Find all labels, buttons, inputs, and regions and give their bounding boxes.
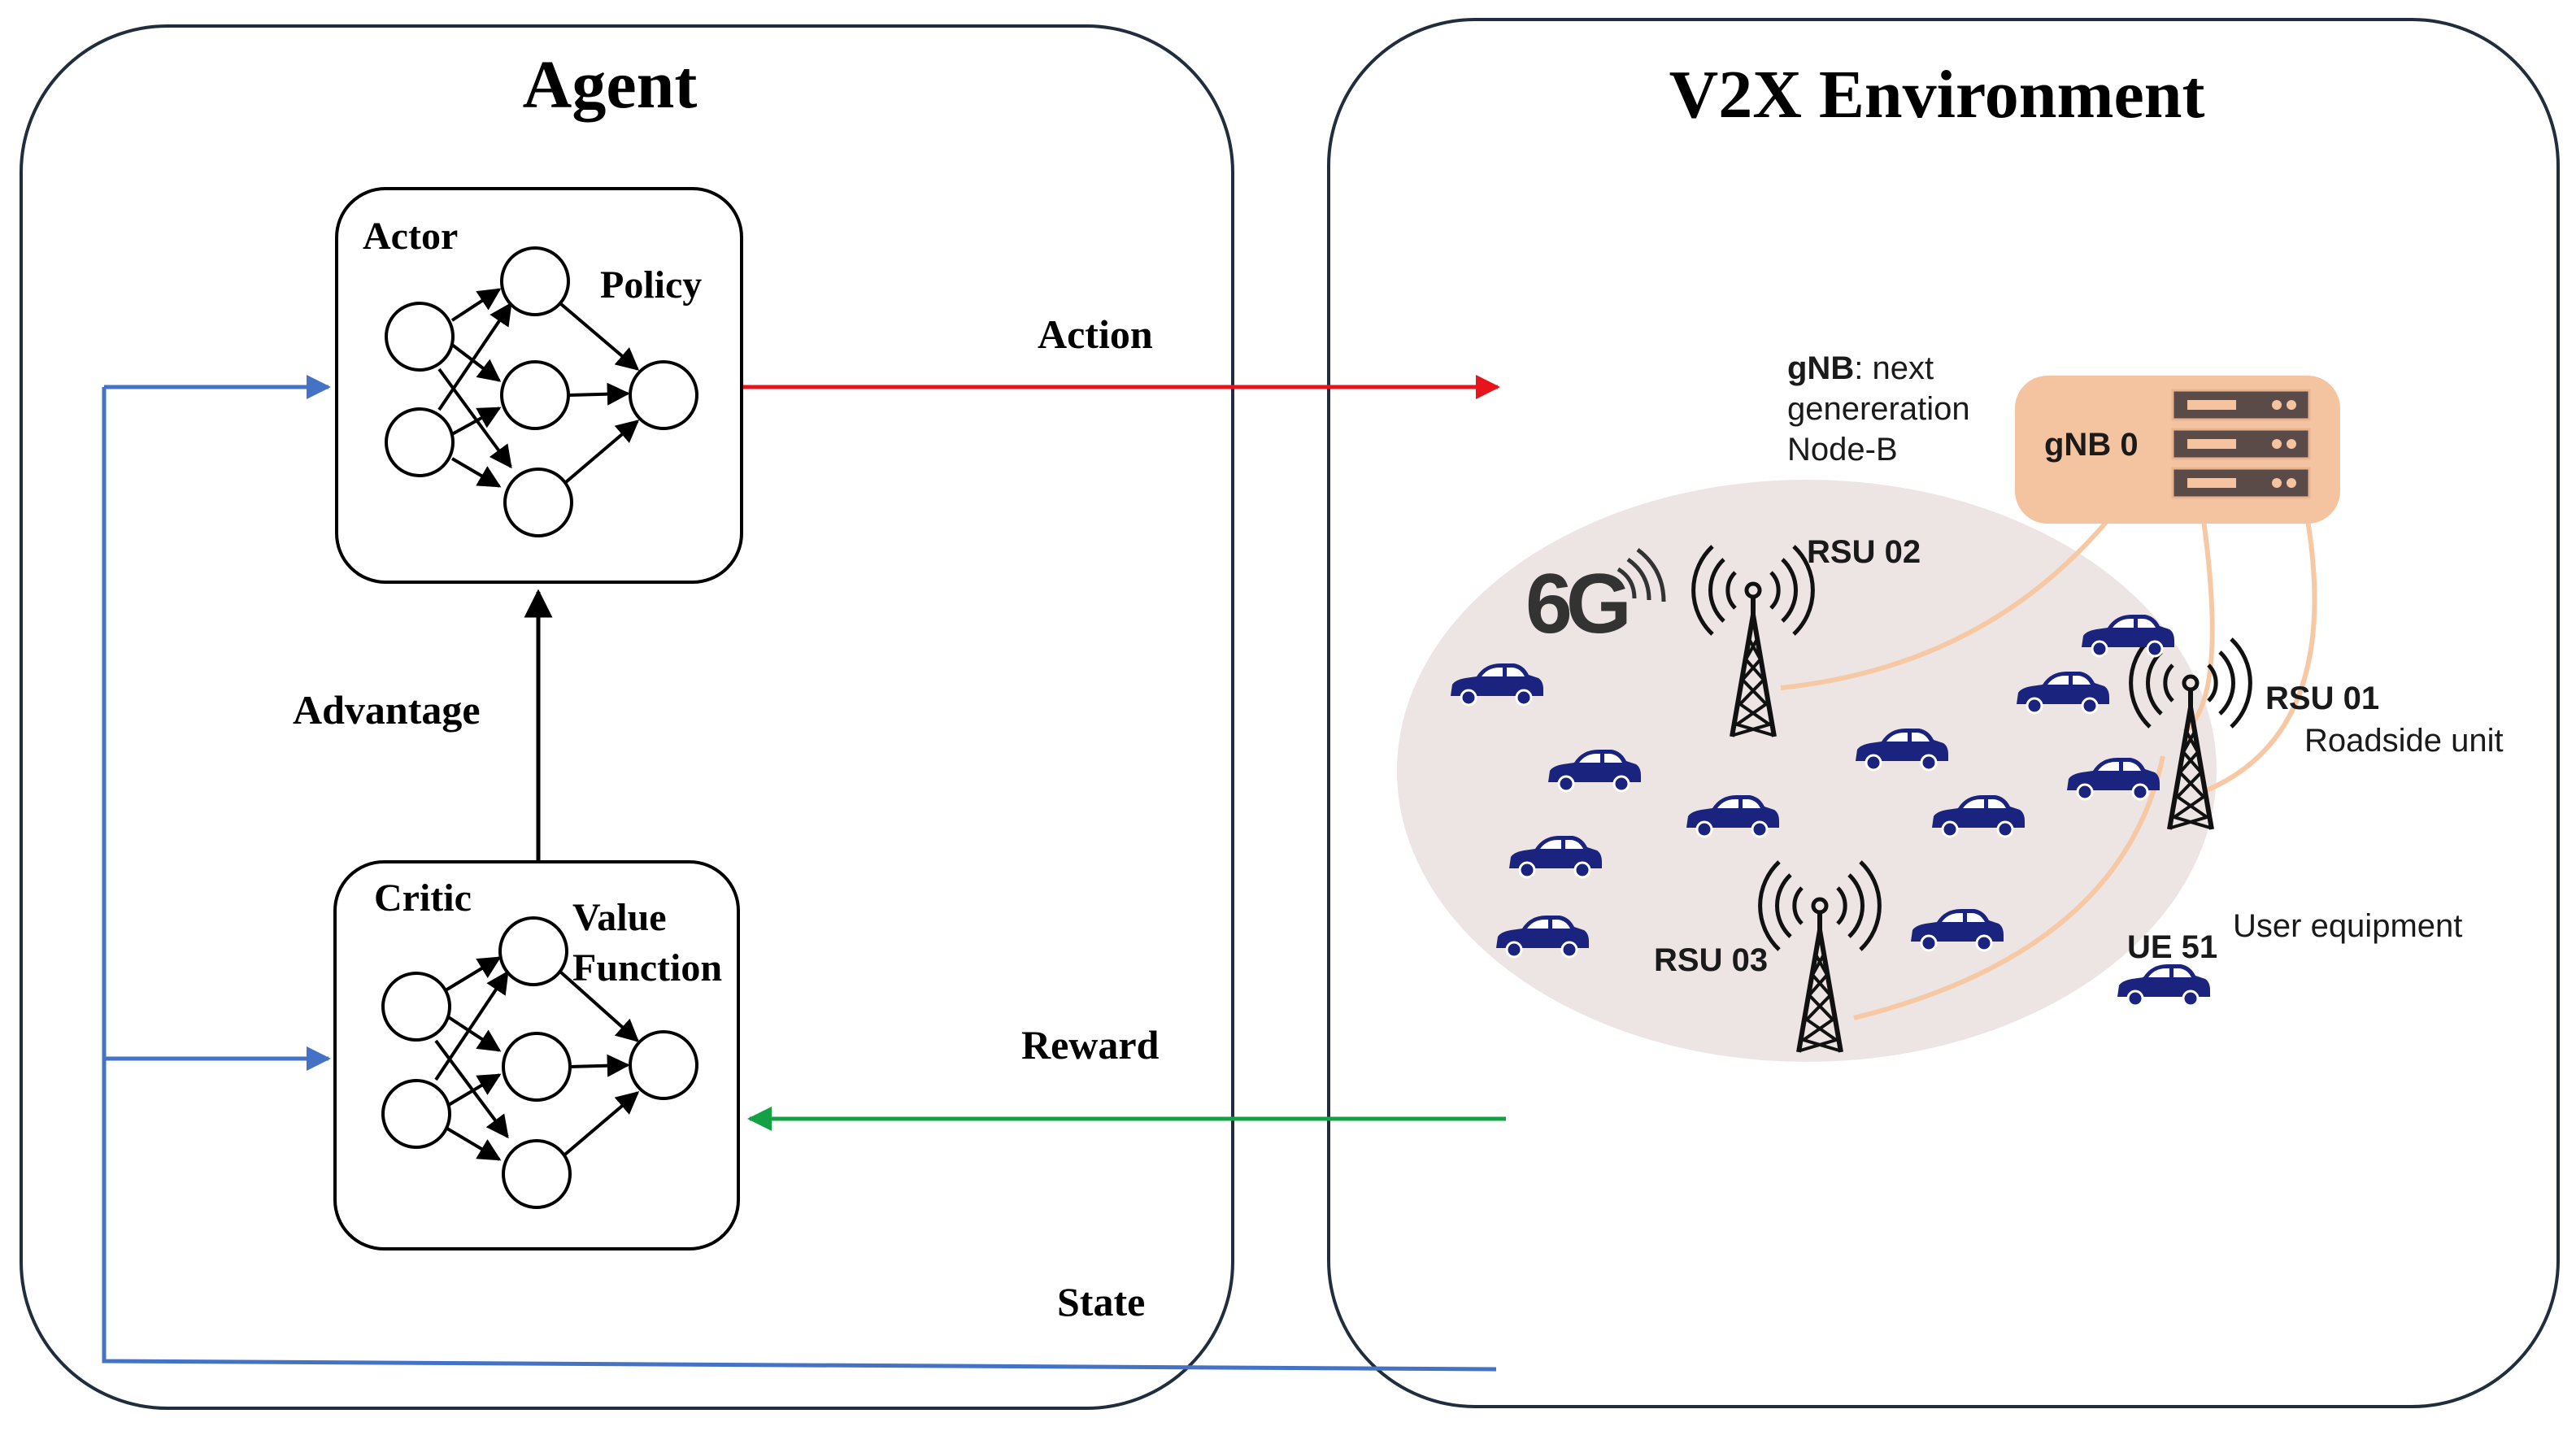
environment-panel bbox=[1327, 18, 2560, 1408]
critic-hidden-node bbox=[502, 1032, 572, 1102]
function-label: Function bbox=[572, 946, 722, 990]
actor-network: Actor Policy bbox=[335, 187, 743, 584]
server-rack-icon bbox=[2171, 389, 2311, 499]
critic-input-node bbox=[381, 1079, 451, 1149]
critic-label: Critic bbox=[374, 876, 472, 920]
state-feedback bbox=[102, 375, 1497, 1372]
critic-nodes bbox=[381, 916, 698, 1209]
gnb-description-line2: genereration bbox=[1787, 391, 1970, 427]
6g-logo-text: 6G bbox=[1525, 557, 1627, 651]
gnb-description-line1: gNB: next bbox=[1787, 350, 1934, 386]
actor-hidden-node bbox=[503, 468, 573, 537]
6g-logo: 6G bbox=[1525, 548, 1666, 651]
gnb-description-line3: Node-B bbox=[1787, 432, 1898, 468]
critic-hidden-node bbox=[502, 1139, 572, 1209]
actor-box bbox=[335, 187, 743, 584]
critic-edges bbox=[434, 956, 640, 1161]
reward-label: Reward bbox=[1021, 1022, 1160, 1068]
actor-output-node bbox=[629, 360, 698, 430]
actor-input-node bbox=[385, 302, 455, 372]
actor-nodes bbox=[385, 246, 698, 537]
critic-output-node bbox=[629, 1030, 698, 1100]
critic-input-node bbox=[381, 972, 451, 1042]
rsu-01-label: RSU 01 bbox=[2265, 681, 2379, 716]
rsu-03-label: RSU 03 bbox=[1654, 942, 1768, 978]
ue-51-label: UE 51 bbox=[2127, 929, 2217, 965]
critic-box bbox=[333, 860, 740, 1250]
actor-hidden-node bbox=[500, 246, 570, 316]
policy-label: Policy bbox=[600, 263, 702, 307]
actor-label: Actor bbox=[363, 215, 458, 258]
gnb-server: gNB 0 bbox=[2015, 376, 2340, 524]
action-label: Action bbox=[1038, 311, 1153, 357]
ue-51-car bbox=[2116, 963, 2212, 1007]
critic-network: Critic Value Function bbox=[333, 860, 740, 1250]
rsu-01-description: Roadside unit bbox=[2304, 723, 2504, 759]
rsu-02-label: RSU 02 bbox=[1807, 534, 1921, 570]
actor-edges bbox=[437, 288, 640, 488]
ue-description: User equipment bbox=[2233, 908, 2462, 944]
critic-hidden-node bbox=[498, 916, 568, 986]
state-label: State bbox=[1057, 1279, 1145, 1324]
value-label: Value bbox=[572, 896, 667, 939]
actor-hidden-node bbox=[500, 360, 570, 430]
advantage-label: Advantage bbox=[293, 687, 481, 733]
actor-input-node bbox=[385, 407, 455, 477]
gnb-box-label: gNB 0 bbox=[2044, 427, 2139, 463]
cell-coverage-area bbox=[1397, 480, 2217, 1062]
environment-title: V2X Environment bbox=[1669, 57, 2205, 133]
agent-panel bbox=[20, 24, 1234, 1410]
agent-title: Agent bbox=[523, 47, 698, 123]
